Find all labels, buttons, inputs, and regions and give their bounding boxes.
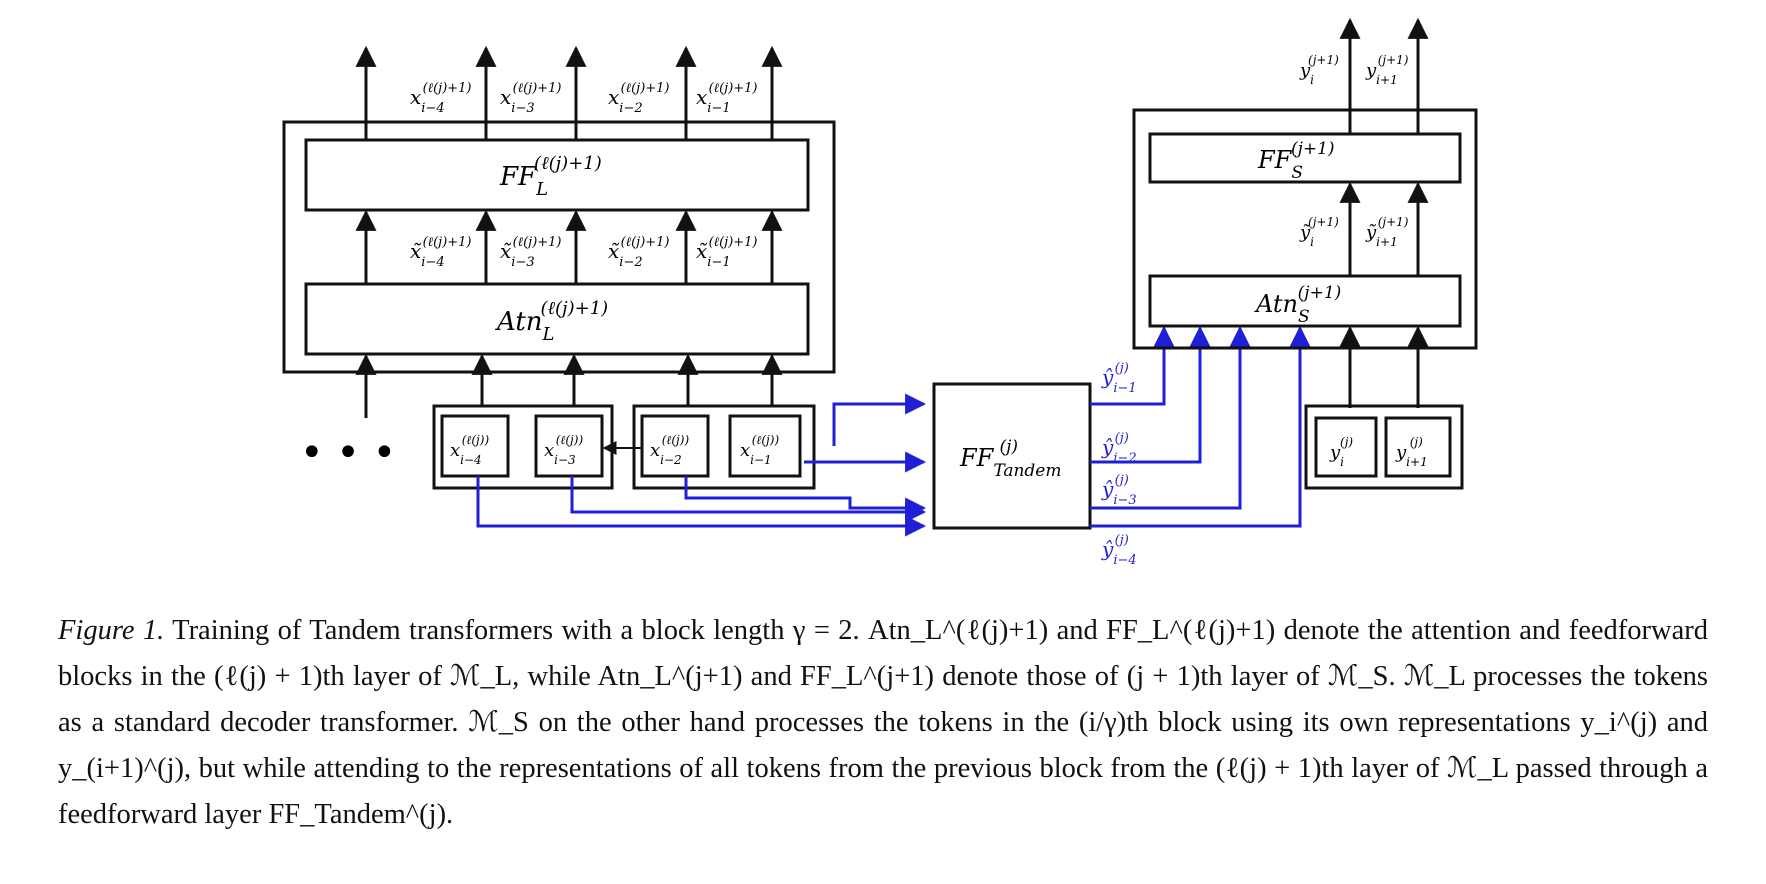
small-ff-label: FFS(j+1) — [1257, 139, 1335, 183]
large-output-label-2: xi−3(ℓ(j)+1) — [500, 81, 562, 116]
input-label-2: xi−3(ℓ(j)) — [544, 433, 583, 467]
large-input-arrows — [355, 353, 783, 418]
large-ff-block — [304, 138, 810, 212]
projected-label-2: ŷi−2(j) — [1101, 431, 1137, 466]
small-token-group-frame — [1304, 404, 1464, 490]
token-x-i-3-box — [534, 414, 604, 478]
caption-label: Figure 1. — [58, 615, 165, 646]
large-attn-label: AtnL(ℓ(j)+1) — [495, 298, 608, 345]
caption-text: Training of Tandem transformers with a b… — [58, 615, 1709, 830]
small-intermediate-label-1: ỹi(j+1) — [1299, 215, 1339, 249]
small-output-label-1: yi(j+1) — [1299, 53, 1339, 87]
large-intermediate-label-2: x̃i−3(ℓ(j)+1) — [500, 235, 562, 270]
large-intermediate-label-3: x̃i−2(ℓ(j)+1) — [608, 235, 670, 270]
small-output-label-2: yi+1(j+1) — [1365, 53, 1409, 87]
token-y-i-box — [1314, 416, 1378, 478]
large-intermediate-label-4: x̃i−1(ℓ(j)+1) — [696, 235, 758, 270]
input-label-3: xi−2(ℓ(j)) — [650, 433, 689, 467]
large-output-arrows — [355, 45, 783, 140]
large-ff-label: FFL(ℓ(j)+1) — [499, 153, 602, 200]
small-ff-block — [1148, 132, 1462, 184]
figure-caption: Figure 1. Training of Tandem transformer… — [58, 608, 1708, 838]
small-model-arrows — [1339, 17, 1429, 408]
tandem-input-arrows — [476, 393, 927, 537]
small-intermediate-label-2: ỹi+1(j+1) — [1365, 215, 1409, 249]
large-model-layer-frame — [282, 120, 836, 374]
large-attn-to-ff-arrows — [355, 209, 783, 284]
large-intermediate-label-1: x̃i−4(ℓ(j)+1) — [410, 235, 472, 270]
large-output-label-3: xi−2(ℓ(j)+1) — [608, 81, 670, 116]
token-y-i+1-box — [1384, 416, 1452, 478]
large-attn-block — [304, 282, 810, 356]
ff-tandem-label: FFTandem(j) — [959, 437, 1061, 481]
token-x-i-1-box — [728, 414, 802, 478]
small-attn-block — [1148, 274, 1462, 328]
projected-label-4: ŷi−4(j) — [1101, 533, 1137, 568]
input-label-4: xi−1(ℓ(j)) — [740, 433, 779, 467]
small-attn-label: AtnS(j+1) — [1254, 283, 1341, 327]
small-model-layer-frame — [1132, 108, 1478, 350]
ff-tandem-block — [932, 382, 1092, 530]
small-input-label-1: yi(j) — [1329, 435, 1353, 469]
ellipsis: • • • — [300, 430, 396, 476]
input-label-1: xi−4(ℓ(j)) — [450, 433, 489, 467]
token-x-i-4-box — [440, 414, 510, 478]
projected-label-1: ŷi−1(j) — [1101, 361, 1137, 396]
tandem-diagram: FFL(ℓ(j)+1) AtnL(ℓ(j)+1) xi−4(ℓ(j)+1) xi… — [282, 17, 1478, 568]
tandem-output-arrows — [1090, 325, 1311, 528]
large-output-label-1: xi−4(ℓ(j)+1) — [410, 81, 472, 116]
small-input-label-2: yi+1(j) — [1395, 435, 1428, 469]
token-x-i-2-box — [640, 414, 710, 478]
projected-label-3: ŷi−3(j) — [1101, 473, 1137, 508]
large-output-label-4: xi−1(ℓ(j)+1) — [696, 81, 758, 116]
